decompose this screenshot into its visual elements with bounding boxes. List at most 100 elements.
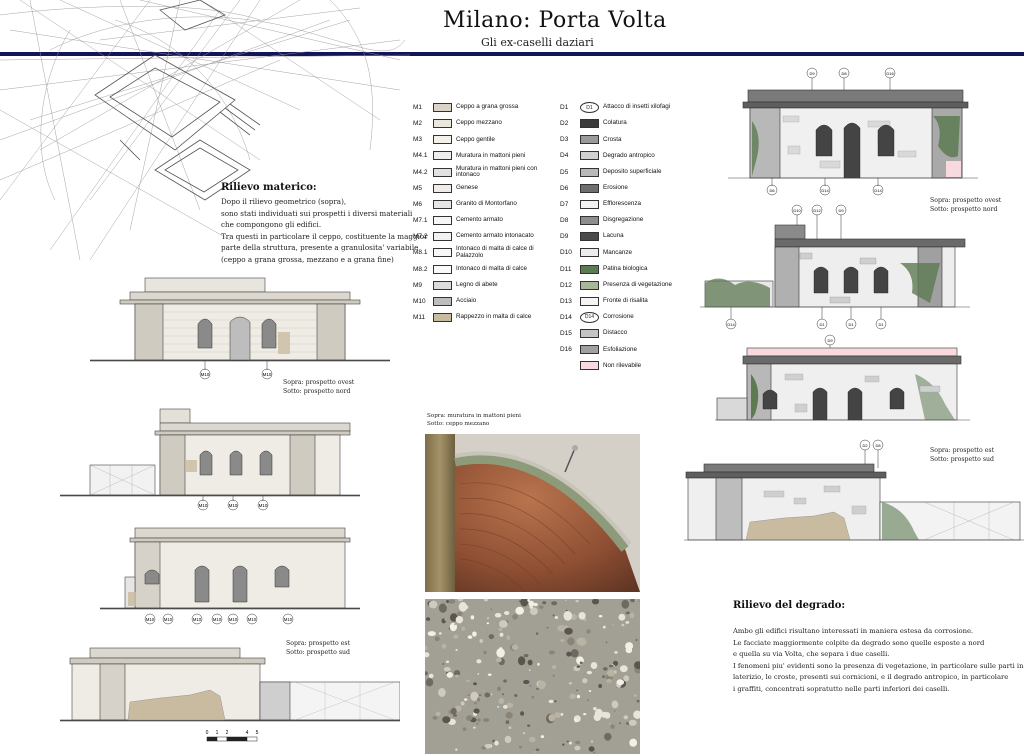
stone-grain <box>453 623 457 626</box>
legend-code: D7 <box>560 200 569 208</box>
stone-grain <box>477 718 481 722</box>
stone-grain <box>562 743 565 746</box>
stone-grain <box>472 631 477 637</box>
stone-grain <box>486 617 490 620</box>
decay-line: e quella su via Volta, che separa i due … <box>733 650 890 659</box>
stone-grain <box>586 699 590 702</box>
stone-grain <box>496 657 502 663</box>
stone-grain <box>538 605 544 609</box>
stone-grain <box>453 634 459 639</box>
stone-grain <box>593 707 597 711</box>
stone-grain <box>612 624 614 626</box>
materic-line: Dopo il rilievo geometrico (sopra), <box>221 197 347 206</box>
material-elevation-north: M10 M10 M10 <box>60 408 360 511</box>
stone-grain <box>456 611 463 616</box>
photo-caption: Sopra: muratura in mattoni pieni Sotto: … <box>427 412 521 428</box>
decay-title: Rilievo del degrado: <box>733 600 846 611</box>
stone-grain <box>633 710 640 719</box>
legend-swatch <box>580 264 599 274</box>
decay-marker: D1 <box>848 322 854 327</box>
stone-grain <box>565 609 568 612</box>
stone-grain <box>494 740 499 746</box>
stone-grain <box>479 639 483 643</box>
legend-row: D9 Lacuna <box>560 230 624 243</box>
stone-grain <box>442 716 451 724</box>
legend-label: Lacuna <box>603 232 624 240</box>
stone-grain <box>438 632 442 635</box>
legend-swatch <box>433 296 452 306</box>
decay-elevation-west: D9 D8 D16 D6 D14 D14 <box>728 67 978 196</box>
legend-swatch <box>580 296 599 306</box>
material-marker: M10 <box>248 617 257 622</box>
stone-grain <box>450 613 458 622</box>
legend-swatch <box>433 135 452 145</box>
stone-grain <box>574 745 581 751</box>
stone-grain <box>455 748 458 751</box>
legend-swatch <box>433 151 452 161</box>
stone-grain <box>460 604 469 610</box>
stone-grain <box>473 726 476 729</box>
stone-grain <box>537 680 547 690</box>
stone-grain <box>613 710 616 712</box>
legend-row: Non rilevabile <box>560 359 641 372</box>
caption-line: Sopra: prospetto est <box>286 640 351 647</box>
legend-label: Cemento armato intonacato <box>456 232 534 240</box>
stone-grain <box>548 699 554 704</box>
legend-swatch <box>433 103 452 112</box>
caption-left-2: Sopra: prospetto est Sotto: prospetto su… <box>286 639 350 657</box>
legend-label: Legno di abete <box>456 280 498 288</box>
legend-code: M1 <box>413 104 423 111</box>
stone-grain <box>575 740 581 745</box>
legend-code: D10 <box>560 249 572 257</box>
legend-code: D9 <box>560 233 569 241</box>
legend-swatch <box>580 119 599 129</box>
stone-grain <box>473 682 477 686</box>
stone-grain <box>457 599 464 602</box>
stone-grain <box>621 599 630 609</box>
stone-grain <box>432 716 438 720</box>
legend-code: D1 <box>560 104 569 111</box>
material-marker: M10 <box>164 617 173 622</box>
materic-line: (ceppo a grana grossa, mezzano e a grana… <box>221 254 394 264</box>
stone-grain <box>604 732 612 741</box>
page-subtitle: Gli ex-caselli daziari <box>481 36 594 49</box>
materic-line: Tra questi in particolare il ceppo, cost… <box>221 231 428 241</box>
scale-tick: 0 <box>206 730 209 736</box>
legend-label: Fronte di risalita <box>603 297 648 305</box>
material-marker: M10 <box>284 617 293 622</box>
stone-grain <box>628 719 637 726</box>
decay-marker: D8 <box>841 71 847 76</box>
legend-code: M7.2 <box>413 233 428 241</box>
stone-grain <box>588 690 592 692</box>
stone-grain <box>629 738 638 747</box>
legend-label: Granito di Montorfano <box>456 200 517 208</box>
stone-grain <box>552 674 555 677</box>
stone-grain <box>588 746 595 752</box>
scale-tick: 4 <box>246 730 249 736</box>
stone-grain <box>488 634 495 640</box>
stone-grain <box>512 614 518 620</box>
stone-grain <box>473 708 480 714</box>
legend-label: Presenza di vegetazione <box>603 280 672 288</box>
stone-grain <box>535 632 539 635</box>
stone-grain <box>531 695 535 699</box>
legend-label: Acciaio <box>456 297 477 305</box>
legend-label: Ceppo mezzano <box>456 119 502 127</box>
legend-label: Deposito superficiale <box>603 167 662 175</box>
stone-grain <box>557 625 566 632</box>
stone-grain <box>606 678 612 683</box>
stone-grain <box>625 611 630 615</box>
stone-grain <box>535 748 540 751</box>
stone-grain <box>529 685 532 687</box>
legend-swatch <box>433 183 452 193</box>
legend-code: D15 <box>560 330 572 338</box>
stone-grain <box>494 612 502 618</box>
stone-grain <box>501 693 505 696</box>
stone-grain <box>517 656 526 666</box>
stone-grain <box>508 726 512 729</box>
